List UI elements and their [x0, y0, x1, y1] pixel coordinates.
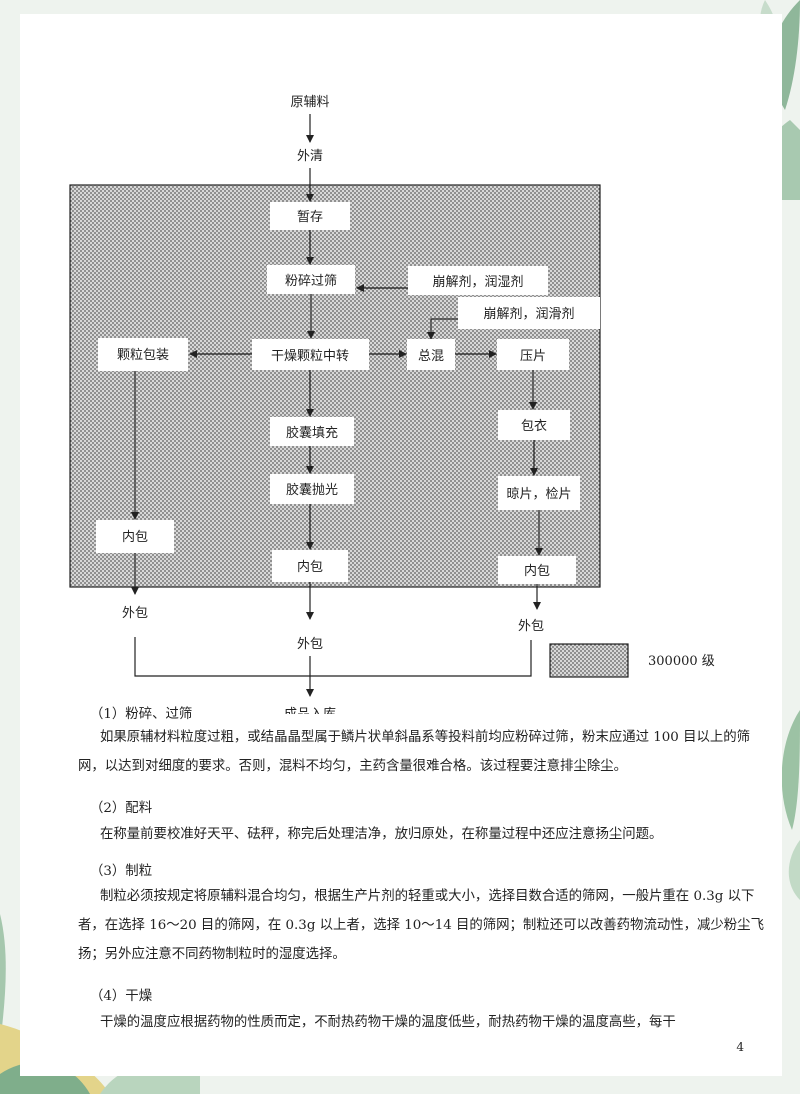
node-temporary-storage: 暂存 — [297, 210, 323, 225]
process-flowchart: 原辅料 外清 暂存 粉碎过筛 崩解剂，润湿剂 崩解剂，润滑剂 干燥颗粒中转 颗粒… — [69, 95, 715, 714]
box-temporary-storage — [270, 202, 350, 230]
section-2-body: 在称量前要校准好天平、砝秤，称完后处理洁净，放归原处，在称量过程中还应注意扬尘问… — [78, 820, 768, 849]
document-page: 原辅料 外清 暂存 粉碎过筛 崩解剂，润湿剂 崩解剂，润滑剂 干燥颗粒中转 颗粒… — [20, 14, 782, 1076]
node-capsule-polish: 胶囊抛光 — [286, 482, 338, 498]
legend-label: 300000 级 — [648, 654, 715, 669]
box-coating — [498, 410, 570, 440]
section-2-heading: （2）配料 — [90, 801, 153, 816]
box-disintegrant-lubricant — [458, 297, 600, 329]
box-tablet-press — [497, 339, 569, 370]
arrow-lubricant-to-mix — [427, 318, 458, 340]
section-3-text: 制粒必须按规定将原辅料混合均匀，根据生产片剂的轻重或大小，选择目数合适的筛网，一… — [78, 889, 764, 962]
legend-swatch — [549, 643, 629, 678]
node-dry-inspect: 晾片，检片 — [506, 486, 571, 502]
section-1-text: 如果原辅材料粒度过粗，或结晶晶型属于鳞片状单斜晶系等投料前均应粉碎过筛，粉末应通… — [78, 730, 751, 774]
node-total-mix: 总混 — [418, 349, 444, 364]
node-inner-pack-left: 内包 — [122, 529, 148, 545]
node-warehouse: 成品入库 — [284, 706, 336, 714]
node-dry-granule-transfer: 干燥颗粒中转 — [271, 349, 349, 364]
box-crush-sieve — [267, 265, 355, 294]
box-dry-granule-transfer — [252, 339, 369, 370]
node-inner-pack-right: 内包 — [524, 563, 550, 579]
node-raw-materials: 原辅料 — [290, 95, 329, 110]
node-exterior-clean: 外清 — [297, 149, 323, 164]
section-1-heading: （1）粉碎、过筛 — [90, 707, 193, 722]
section-1-body: 如果原辅材料粒度过粗，或结晶晶型属于鳞片状单斜晶系等投料前均应粉碎过筛，粉末应通… — [78, 723, 768, 781]
node-tablet-press: 压片 — [520, 349, 546, 364]
node-outer-pack-left: 外包 — [122, 606, 148, 621]
leaf-decoration-right — [781, 710, 800, 900]
section-4-text: 干燥的温度应根据药物的性质而定，不耐热药物干燥的温度低些，耐热药物干燥的温度高些… — [100, 1015, 676, 1030]
node-disintegrant-wetting: 崩解剂，润湿剂 — [432, 275, 523, 290]
node-granule-packaging: 颗粒包装 — [117, 348, 169, 363]
section-4-heading: （4）干燥 — [90, 989, 153, 1004]
node-coating: 包衣 — [521, 418, 547, 434]
box-capsule-polish — [270, 474, 354, 504]
box-inner-pack-right — [498, 556, 576, 584]
node-outer-pack-right: 外包 — [518, 619, 544, 634]
box-total-mix — [407, 339, 455, 370]
box-inner-pack-mid — [272, 550, 348, 582]
section-4-body: 干燥的温度应根据药物的性质而定，不耐热药物干燥的温度低些，耐热药物干燥的温度高些… — [78, 1008, 768, 1037]
node-capsule-fill: 胶囊填充 — [286, 425, 338, 441]
node-disintegrant-lubricant: 崩解剂，润滑剂 — [483, 307, 574, 322]
page-number: 4 — [736, 1040, 744, 1054]
node-inner-pack-mid: 内包 — [297, 559, 323, 575]
box-disintegrant-wetting — [408, 266, 548, 295]
box-granule-packaging — [98, 338, 188, 371]
section-3-body: 制粒必须按规定将原辅料混合均匀，根据生产片剂的轻重或大小，选择目数合适的筛网，一… — [78, 882, 768, 969]
box-capsule-fill — [270, 417, 354, 446]
node-outer-pack-mid: 外包 — [297, 637, 323, 652]
box-inner-pack-left — [96, 520, 174, 553]
section-2-text: 在称量前要校准好天平、砝秤，称完后处理洁净，放归原处，在称量过程中还应注意扬尘问… — [100, 827, 663, 842]
node-crush-sieve: 粉碎过筛 — [285, 274, 337, 289]
merge-line — [134, 637, 532, 677]
section-3-heading: （3）制粒 — [90, 864, 153, 879]
box-dry-inspect — [498, 476, 580, 510]
